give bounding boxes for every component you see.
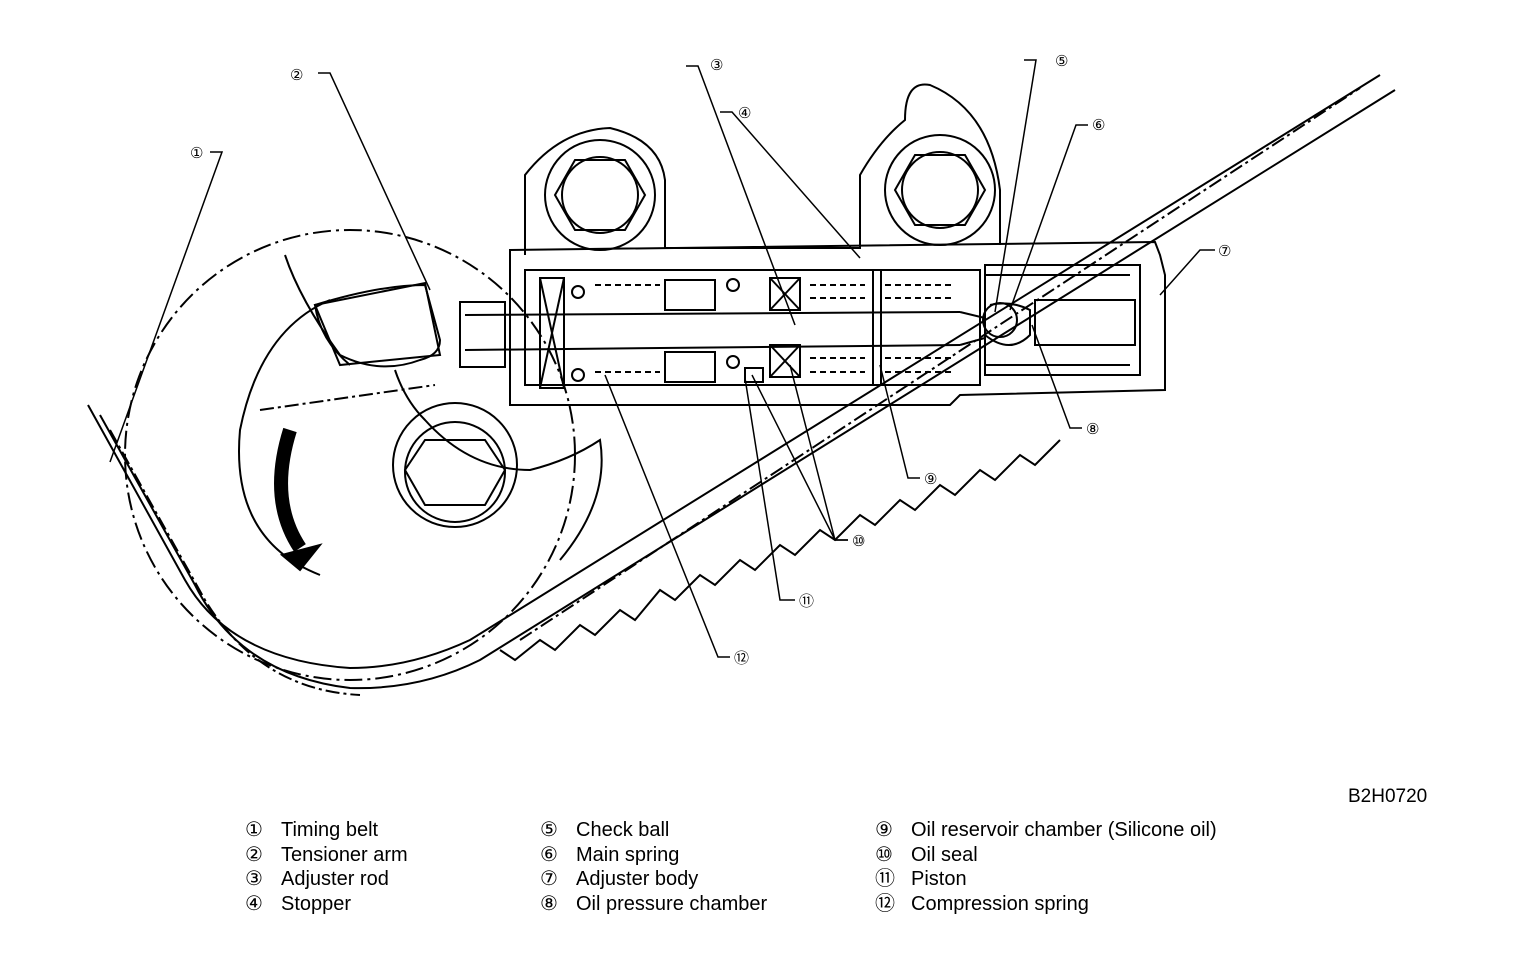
legend-number: ⑤ (540, 819, 558, 841)
legend-number: ⑩ (875, 843, 893, 866)
callout-4: ④ (738, 105, 751, 122)
legend-item: ⑧ Oil pressure chamber (540, 892, 767, 917)
callout-10: ⑩ (852, 533, 865, 550)
callout-numbers: ① ② ③ ④ ⑤ ⑥ ⑦ ⑧ ⑨ ⑩ ⑪ ⑫ (190, 53, 1231, 667)
legend-number: ⑪ (875, 868, 895, 890)
rotation-arrow (274, 427, 306, 552)
figure-code: B2H0720 (1348, 786, 1428, 807)
callout-8: ⑧ (1086, 421, 1099, 438)
legend-label: Adjuster body (576, 868, 699, 890)
legend-item: ② Tensioner arm (245, 843, 408, 868)
legend-label: Main spring (576, 843, 680, 866)
legend-label: Adjuster rod (281, 868, 389, 890)
legend-item: ⑫ Compression spring (875, 892, 1217, 917)
callout-12: ⑫ (734, 650, 749, 667)
legend-label: Compression spring (911, 892, 1089, 915)
adjuster-body (509, 240, 1166, 406)
legend-column-1: ① Timing belt ② Tensioner arm ③ Adjuster ro… (245, 818, 408, 916)
pivot-bolt (392, 402, 518, 528)
legend-item: ④ Stopper (245, 892, 408, 917)
legend-label: Timing belt (281, 819, 379, 841)
leader-lines (109, 59, 1215, 658)
legend-item: ⑥ Main spring (540, 843, 767, 868)
timing-belt (87, 74, 1396, 696)
callout-7: ⑦ (1218, 243, 1231, 260)
check-ball (982, 302, 1031, 346)
callout-3: ③ (710, 57, 723, 74)
callout-5: ⑤ (1055, 53, 1068, 70)
legend-number: ③ (245, 868, 263, 890)
mounting-bracket (524, 83, 1001, 255)
callout-2: ② (290, 67, 303, 84)
legend-number: ⑨ (875, 819, 893, 841)
callout-6: ⑥ (1092, 117, 1105, 134)
legend-item: ① Timing belt (245, 818, 408, 843)
legend-label: Tensioner arm (281, 843, 408, 866)
internal-parts (539, 269, 955, 389)
legend-number: ⑧ (540, 892, 558, 915)
legend-label: Oil seal (911, 843, 978, 866)
legend-item: ⑦ Adjuster body (540, 867, 767, 892)
callout-9: ⑨ (924, 471, 937, 488)
legend-label: Stopper (281, 892, 352, 915)
legend-item: ⑨ Oil reservoir chamber (Silicone oil) (875, 818, 1217, 843)
legend-number: ⑫ (875, 892, 895, 915)
mount-bolt-right (884, 134, 996, 246)
legend-label: Oil pressure chamber (576, 892, 768, 915)
legend-item: ③ Adjuster rod (245, 867, 408, 892)
legend-number: ① (245, 819, 263, 841)
legend-number: ⑦ (540, 868, 558, 890)
tensioner-arm (259, 254, 603, 561)
legend-item: ⑩ Oil seal (875, 843, 1217, 868)
legend-label: Piston (911, 868, 967, 890)
callout-1: ① (190, 145, 203, 162)
legend-number: ② (245, 843, 263, 866)
legend-label: Oil reservoir chamber (Silicone oil) (911, 819, 1217, 841)
legend-number: ④ (245, 892, 263, 915)
legend-label: Check ball (576, 819, 670, 841)
callout-11: ⑪ (799, 593, 814, 610)
mount-bolt-left (544, 139, 656, 251)
legend-item: ⑤ Check ball (540, 818, 767, 843)
legend-number: ⑥ (540, 843, 558, 866)
legend-item: ⑪ Piston (875, 867, 1217, 892)
